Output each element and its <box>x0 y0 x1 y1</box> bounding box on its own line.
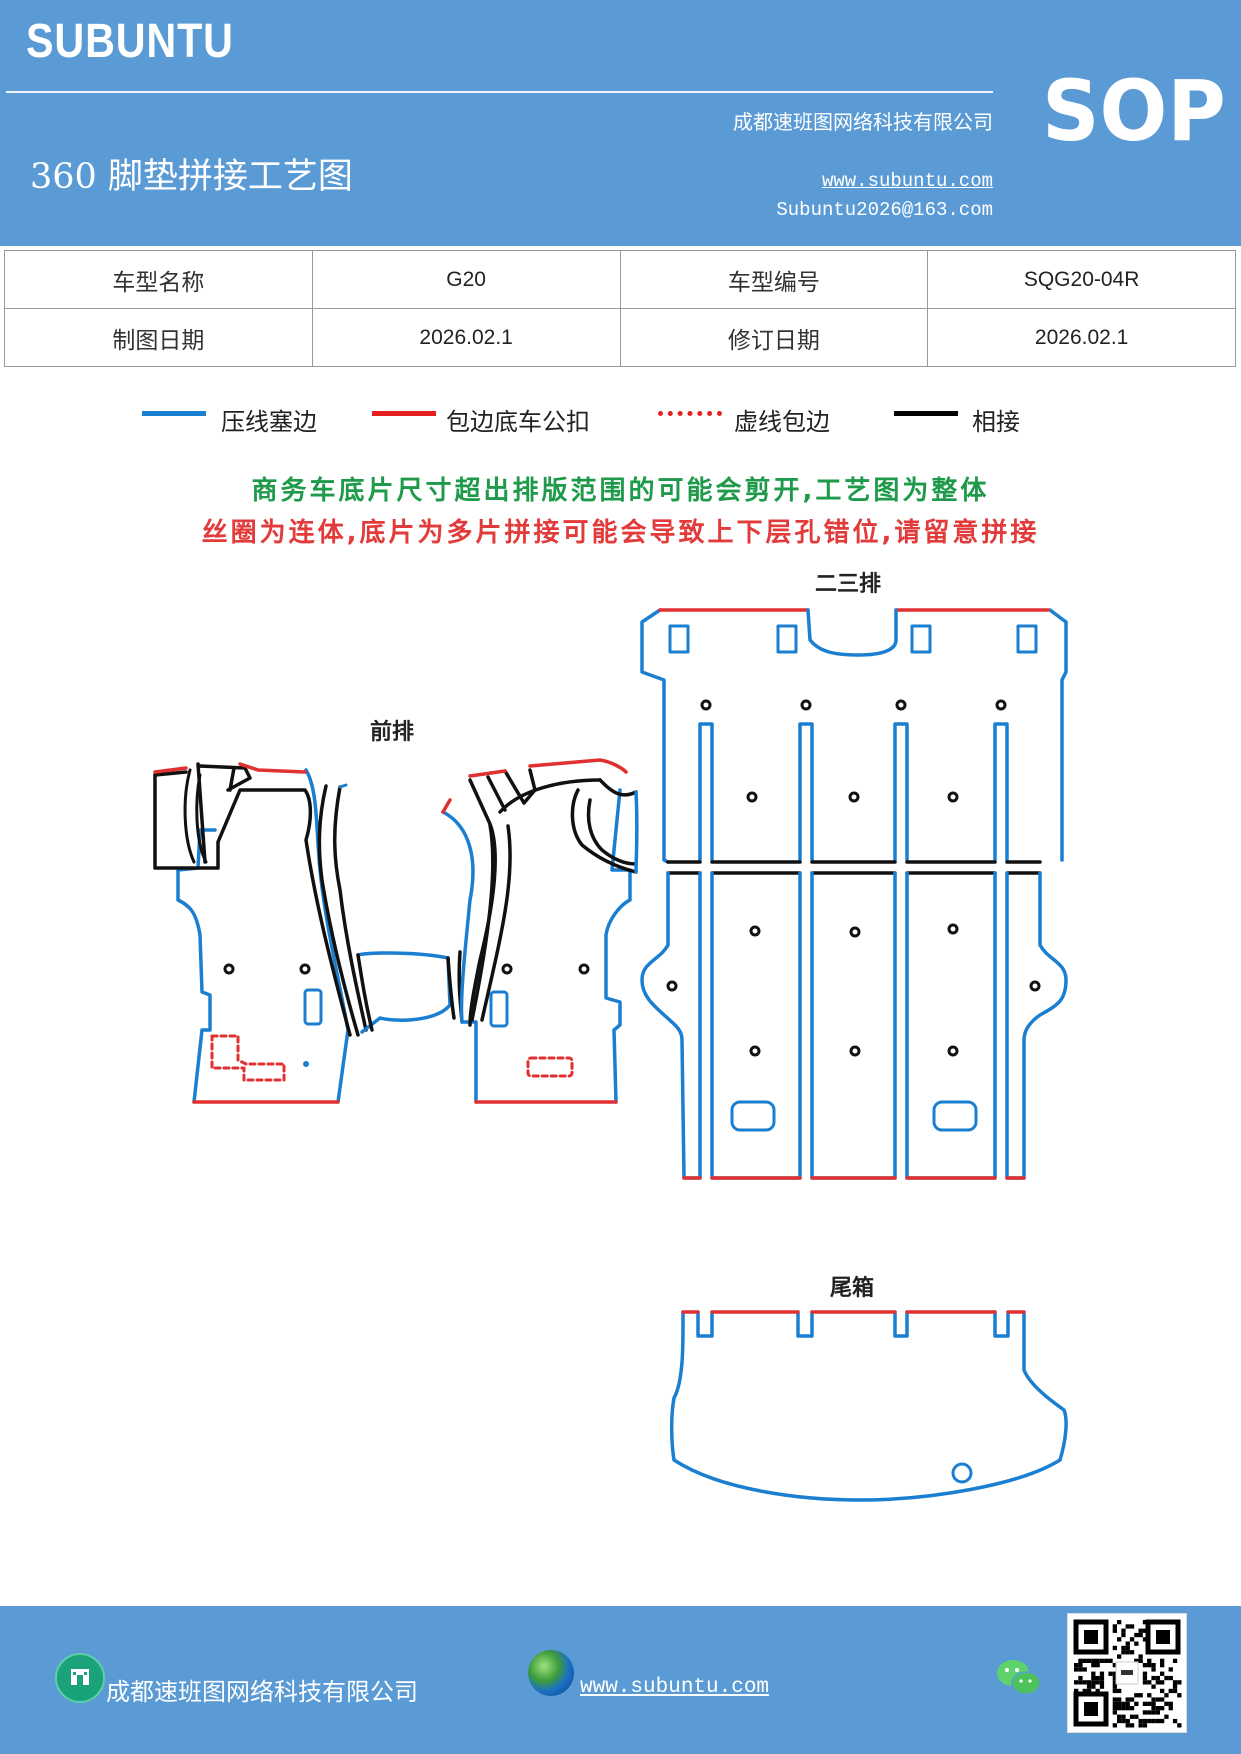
legend-label: 虚线包边 <box>734 408 830 436</box>
legend-swatch-black <box>894 411 958 416</box>
legend-swatch-red-dotted <box>658 411 722 416</box>
model-code-label: 车型编号 <box>619 250 929 309</box>
wechat-icon[interactable] <box>995 1656 1043 1704</box>
front-center-tunnel <box>356 950 464 1034</box>
rear-rows-label: 二三排 <box>815 572 882 597</box>
revise-date-label: 修订日期 <box>619 308 929 367</box>
model-code-value: SQG20-04R <box>927 250 1236 309</box>
model-name-label: 车型名称 <box>4 250 313 309</box>
table-row: 车型名称 G20 车型编号 SQG20-04R <box>4 250 1236 309</box>
header-divider <box>6 91 993 93</box>
front-left-piece <box>153 762 368 1104</box>
rear-rows-pieces <box>640 608 1068 1180</box>
footer-company: 成都速班图网络科技有限公司 <box>106 1678 418 1706</box>
info-table: 车型名称 G20 车型编号 SQG20-04R 制图日期 2026.02.1 修… <box>4 250 1236 367</box>
revise-date-value: 2026.02.1 <box>927 308 1236 367</box>
header-website-link[interactable]: www.subuntu.com <box>821 170 993 192</box>
globe-icon <box>528 1650 574 1696</box>
header-banner: SUBUNTU 成都速班图网络科技有限公司 360 脚垫拼接工艺图 www.su… <box>0 0 1241 246</box>
notice-line-red: 丝圈为连体,底片为多片拼接可能会导致上下层孔错位,请留意拼接 <box>201 518 1040 548</box>
header-company: 成都速班图网络科技有限公司 <box>733 110 993 134</box>
draw-date-value: 2026.02.1 <box>311 308 621 367</box>
home-icon <box>55 1653 105 1703</box>
legend-label: 压线塞边 <box>221 408 317 436</box>
legend-swatch-red <box>372 411 436 416</box>
qr-code[interactable] <box>1067 1613 1187 1733</box>
page-title: 360 脚垫拼接工艺图 <box>30 157 353 197</box>
trunk-piece <box>669 1310 1068 1502</box>
notice-line-green: 商务车底片尺寸超出排版范围的可能会剪开,工艺图为整体 <box>251 476 990 506</box>
trunk-label: 尾箱 <box>830 1276 875 1301</box>
front-row-label: 前排 <box>370 720 415 745</box>
sop-badge: SOP <box>1042 62 1226 160</box>
footer-bar: 成都速班图网络科技有限公司 www.subuntu.com <box>0 1606 1241 1754</box>
legend-label: 包边底车公扣 <box>446 408 590 436</box>
brand-logo: SUBUNTU <box>26 15 234 68</box>
legend-label: 相接 <box>972 408 1020 436</box>
header-email[interactable]: Subuntu2026@163.com <box>776 199 993 221</box>
front-right-piece <box>441 758 639 1104</box>
draw-date-label: 制图日期 <box>4 308 313 367</box>
legend-swatch-blue <box>142 411 206 416</box>
footer-website-link[interactable]: www.subuntu.com <box>580 1676 770 1699</box>
table-row: 制图日期 2026.02.1 修订日期 2026.02.1 <box>4 308 1236 367</box>
model-name-value: G20 <box>311 250 621 309</box>
mat-pieces-drawing <box>153 608 1068 1502</box>
